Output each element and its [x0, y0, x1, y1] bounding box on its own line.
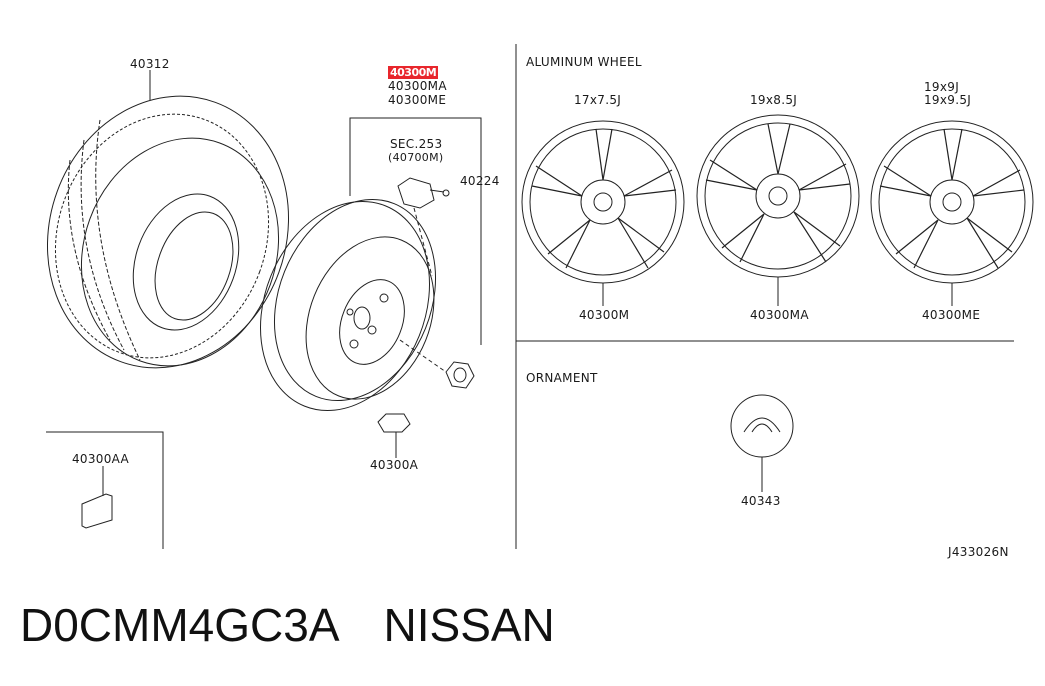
footer-brand: NISSAN	[383, 599, 555, 651]
ornament-part-label: 40343	[741, 494, 781, 508]
section-reference: SEC.253	[390, 137, 443, 151]
steel-wheel-drawing	[260, 198, 437, 412]
weight-part-label: 40300A	[370, 458, 419, 472]
wheel-part-label-ma: 40300MA	[388, 79, 447, 93]
alloy-wheel-3	[870, 120, 1034, 284]
wheel-size-1: 17x7.5J	[574, 93, 622, 107]
wheel-1-part-label: 40300M	[579, 308, 630, 322]
alloy-wheel-1	[521, 120, 685, 284]
wheel-size-2: 19x8.5J	[750, 93, 798, 107]
wheel-bracket	[349, 117, 482, 345]
tpms-leader	[413, 207, 433, 277]
nut-part-label: 40224	[460, 174, 500, 188]
footer-part-code: D0CMM4GC3A	[20, 599, 340, 651]
wheel-size-3b: 19x9.5J	[924, 93, 972, 107]
ornament-heading: ORNAMENT	[526, 371, 598, 385]
weight-drawing	[377, 413, 411, 433]
wheel-2-part-label: 40300MA	[750, 308, 809, 322]
tpms-sensor-drawing	[397, 177, 450, 209]
highlight-badge: 40300M	[388, 66, 439, 79]
wheel-3-part-label: 40300ME	[922, 308, 981, 322]
wheel-nut-drawing	[445, 361, 475, 389]
tire-part-label: 40312	[130, 57, 170, 71]
drawing-code: J433026N	[948, 545, 1009, 559]
nut-leader	[399, 339, 447, 373]
wheel-part-label-highlighted: 40300M	[388, 65, 439, 80]
footer-caption: D0CMM4GC3A NISSAN	[20, 598, 599, 652]
spacer-part-label: 40300AA	[72, 452, 130, 466]
wheel-part-label-me: 40300ME	[388, 93, 447, 107]
section-sub-reference: (40700M)	[388, 151, 444, 164]
inset-frame	[46, 431, 164, 549]
ornament-drawing	[730, 394, 794, 458]
alloy-wheel-2	[696, 114, 860, 278]
aluminum-wheel-heading: ALUMINUM WHEEL	[526, 55, 642, 69]
wheel-size-3a: 19x9J	[924, 80, 960, 94]
spacer-drawing	[81, 493, 113, 529]
tire-drawing	[46, 95, 290, 369]
